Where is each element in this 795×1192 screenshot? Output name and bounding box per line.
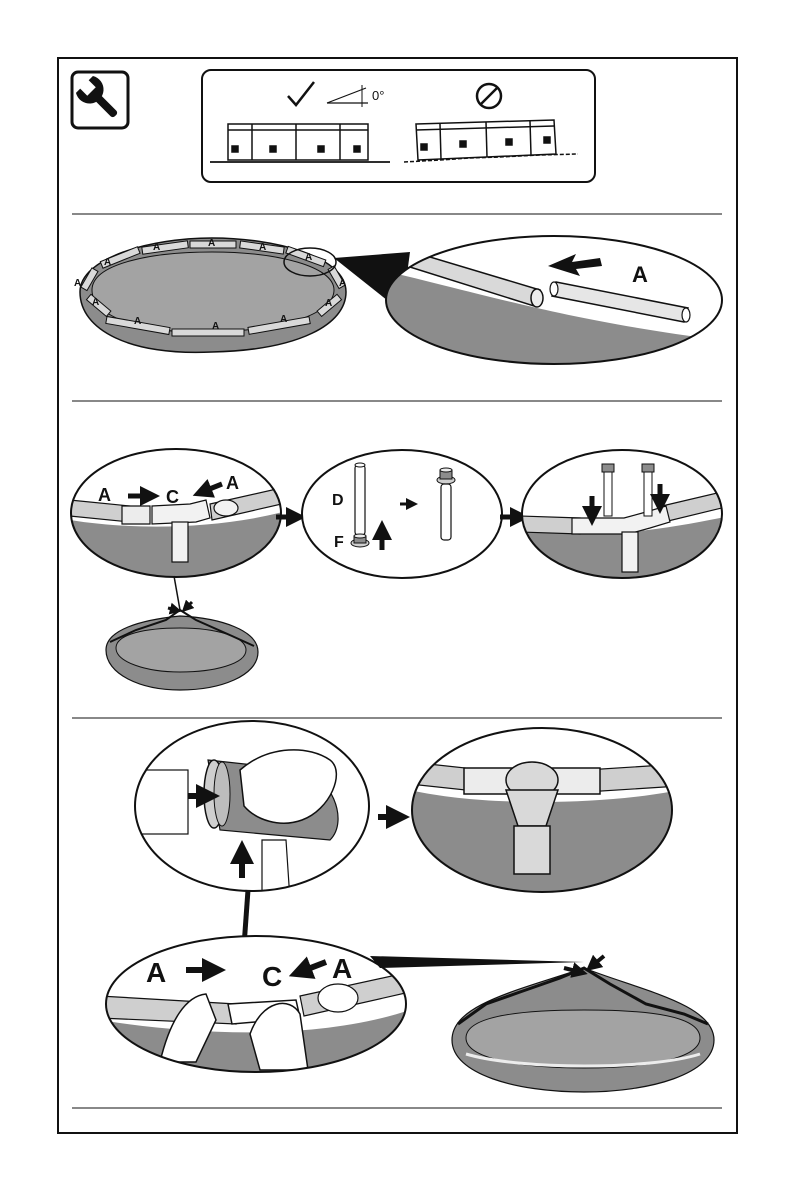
step1-zoom-view: A bbox=[380, 236, 722, 370]
ring-label: A bbox=[104, 257, 111, 268]
connector-label: C bbox=[166, 487, 179, 507]
rail-label-left: A bbox=[98, 485, 111, 505]
step3-zoom-seal bbox=[130, 721, 369, 900]
ring-label: A bbox=[305, 252, 312, 263]
step3-zoom-result bbox=[410, 728, 680, 900]
arrow-icon bbox=[168, 608, 176, 610]
leg-label: D bbox=[332, 492, 344, 509]
ring-label: A bbox=[325, 298, 332, 309]
step2-zoom-inserted bbox=[520, 450, 730, 590]
ring-label: A bbox=[208, 238, 215, 249]
ring-label: A bbox=[212, 321, 219, 332]
rail-label-right: A bbox=[226, 473, 239, 493]
connector-label: C bbox=[262, 961, 282, 992]
ring-label: A bbox=[153, 242, 160, 253]
rail-label-left: A bbox=[146, 957, 166, 988]
arrow-icon bbox=[564, 968, 580, 972]
ring-label: A bbox=[92, 297, 99, 308]
arrow-icon bbox=[186, 602, 192, 608]
angle-label: 0° bbox=[372, 88, 384, 103]
step3-pool-overview bbox=[452, 956, 714, 1092]
step3-zoom-hands: A C A bbox=[100, 936, 410, 1080]
step1-pool-ring: A A A A A A A A A A A A bbox=[74, 238, 346, 352]
step2-leg-assembly: D F bbox=[302, 450, 502, 578]
arrow-icon bbox=[592, 956, 604, 966]
level-ground-panel: 0° bbox=[202, 70, 595, 182]
cap-label: F bbox=[334, 534, 344, 551]
zoom-pointer bbox=[174, 576, 180, 610]
wrench-icon bbox=[72, 72, 128, 128]
zoom-connector bbox=[370, 956, 584, 968]
step2-pool-overview bbox=[106, 602, 258, 690]
ring-label: A bbox=[339, 278, 346, 289]
rail-label-right: A bbox=[332, 953, 352, 984]
step2-zoom-connect: A C A bbox=[70, 449, 290, 590]
ring-label: A bbox=[259, 242, 266, 253]
rail-label: A bbox=[632, 262, 648, 287]
ring-label: A bbox=[74, 278, 81, 289]
ring-label: A bbox=[134, 316, 141, 327]
ring-label: A bbox=[280, 314, 287, 325]
